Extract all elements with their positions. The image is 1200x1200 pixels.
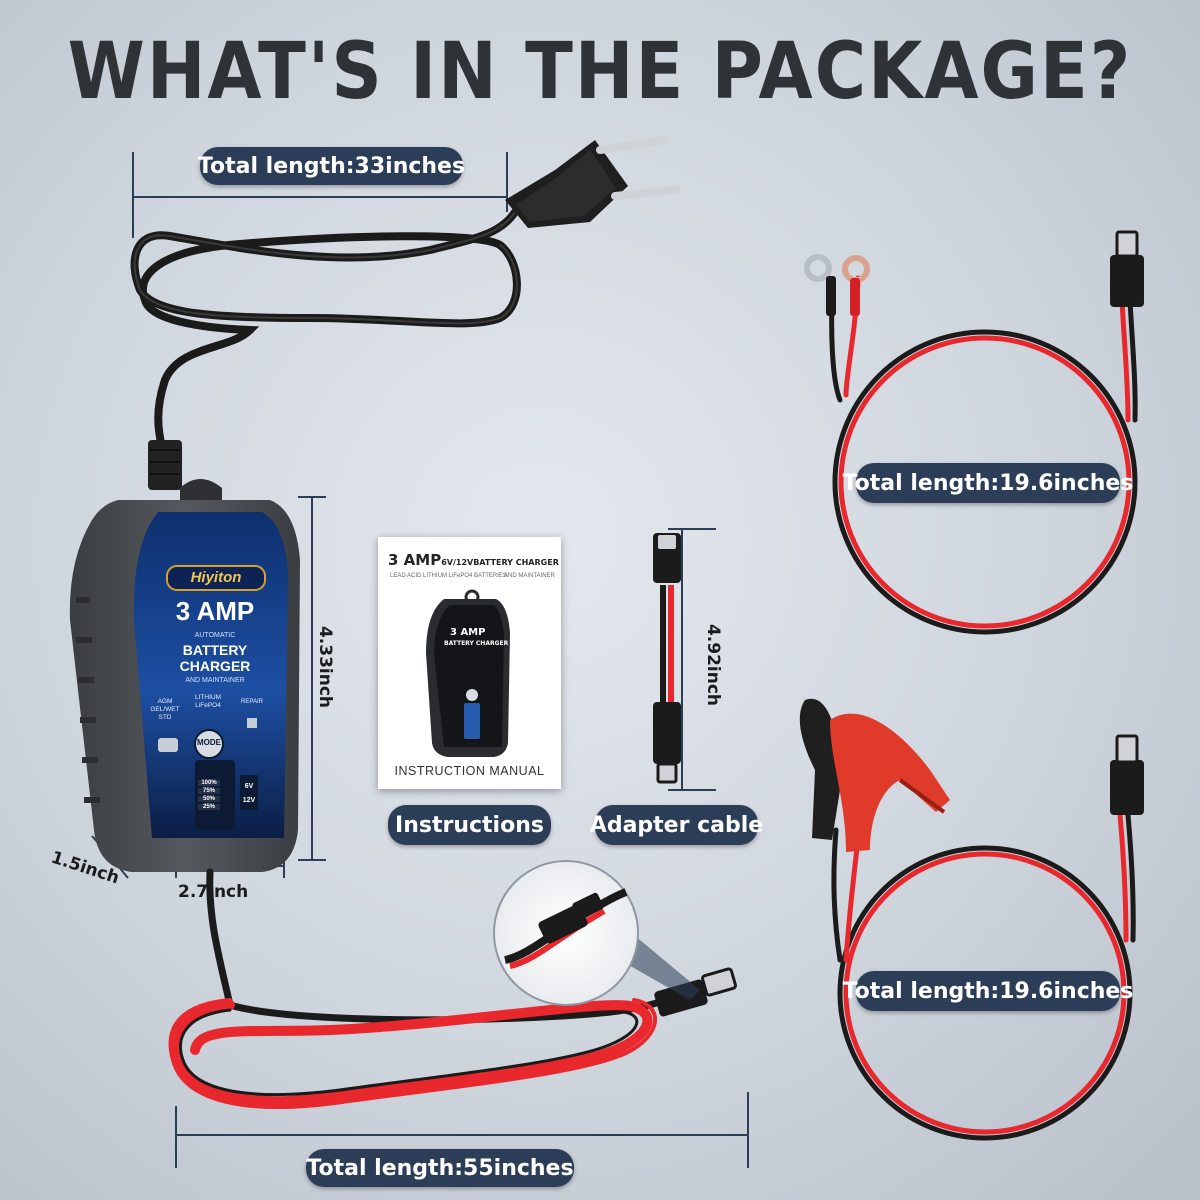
charger-level-75: 75% <box>198 788 220 794</box>
sae-connector-icon <box>1110 734 1144 815</box>
manual-title-small: 6V/12VBATTERY CHARGER <box>441 558 559 567</box>
sae-connector-icon <box>1110 230 1144 307</box>
charger-height-label: 4.33inch <box>315 625 335 709</box>
manual-subtitle-left: LEAD ACID LITHIUM LiFePO4 BATTERIES <box>390 573 507 579</box>
charger-width-label: 2.7inch <box>178 882 249 902</box>
adapter-length-label: 4.92inch <box>703 623 723 707</box>
charger-body <box>69 479 300 872</box>
manual-title-big: 3 AMP <box>388 551 442 569</box>
manual-title: 3 AMP6V/12VBATTERY CHARGER <box>388 551 559 569</box>
charger-mode-repair-label: REPAIR <box>241 699 263 705</box>
plug-cable <box>130 208 521 452</box>
adapter-cable <box>653 533 681 784</box>
adapter-cable-badge: Adapter cable <box>590 805 763 845</box>
charger-mode-lithium-label: LITHIUM LiFePO4 <box>195 694 221 709</box>
charger-level-100: 100% <box>198 780 220 786</box>
manual-footer: INSTRUCTION MANUAL <box>394 764 545 778</box>
clamp-cable <box>831 812 1136 1141</box>
output-cable-length-badge: Total length:55inches <box>306 1149 574 1187</box>
ring-cable-length-badge: Total length:19.6inches <box>843 463 1133 503</box>
charger-voltage-12v: 12V <box>242 797 256 804</box>
charger-amp-label: 3 AMP <box>175 596 255 626</box>
alligator-clamp-icon <box>799 698 950 852</box>
ring-terminal-cable <box>829 275 1138 635</box>
charger-mode-button[interactable]: MODE <box>197 738 221 747</box>
charger-level-25: 25% <box>198 804 220 810</box>
charger-automatic-label: AUTOMATIC <box>194 632 236 639</box>
charger-brand-logo: Hiyiton <box>166 565 266 591</box>
charger-level-50: 50% <box>198 796 220 802</box>
charger-voltage-6v: 6V <box>244 783 254 790</box>
svg-text:BATTERY CHARGER: BATTERY CHARGER <box>444 640 509 647</box>
instruction-manual: 3 AMP6V/12VBATTERY CHARGER LEAD ACID LIT… <box>378 537 561 789</box>
charger-level-list: 100% 75% 50% 25% <box>198 780 220 810</box>
manual-charger-image: 3 AMP BATTERY CHARGER <box>426 589 510 757</box>
plug-cable-length-badge: Total length:33inches <box>198 147 465 185</box>
headline: WHAT'S IN THE PACKAGE? <box>67 25 1133 117</box>
charger-charger-label: CHARGER <box>179 658 251 674</box>
clamp-cable-length-badge: Total length:19.6inches <box>843 971 1133 1011</box>
ring-terminal-icon <box>804 254 870 316</box>
svg-text:3 AMP: 3 AMP <box>450 627 485 638</box>
charger-battery-label: BATTERY <box>182 642 248 658</box>
eu-plug-icon <box>148 136 680 490</box>
charger-mode-std-label: AGM GEL/WET STD <box>150 698 180 721</box>
output-cable <box>168 868 679 1109</box>
charger-maintainer-label: AND MAINTAINER <box>185 677 245 684</box>
zoom-bubble <box>493 860 700 1006</box>
instructions-badge: Instructions <box>388 805 551 845</box>
manual-subtitle-right: AND MAINTAINER <box>504 573 555 579</box>
